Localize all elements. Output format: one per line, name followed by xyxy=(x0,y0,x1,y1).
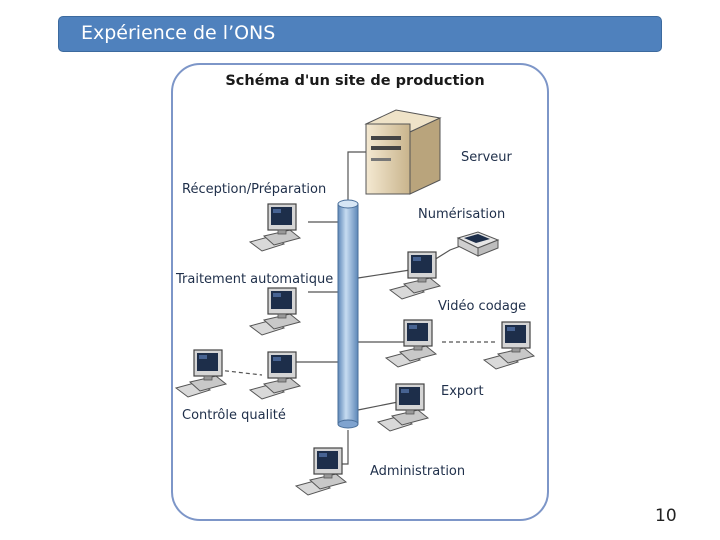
slide-title: Expérience de l’ONS xyxy=(81,22,276,44)
label-video: Vidéo codage xyxy=(438,299,526,314)
slide-title-bar: Expérience de l’ONS xyxy=(58,16,662,52)
label-administration: Administration xyxy=(370,464,465,479)
diagram-title: Schéma d'un site de production xyxy=(225,73,484,89)
page-number: 10 xyxy=(655,506,677,526)
network-bus xyxy=(337,199,359,429)
scanner-icon xyxy=(456,231,500,257)
label-serveur: Serveur xyxy=(461,150,513,165)
label-controle: Contrôle qualité xyxy=(182,408,286,423)
label-numerisation: Numérisation xyxy=(418,207,505,222)
label-export: Export xyxy=(441,384,484,399)
server-icon xyxy=(364,109,442,195)
diagram-frame xyxy=(171,63,549,521)
label-traitement: Traitement automatique xyxy=(175,272,333,287)
label-reception: Réception/Préparation xyxy=(182,182,326,197)
